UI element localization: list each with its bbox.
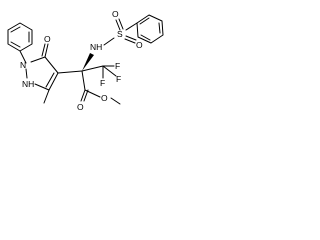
- wedge-to-nh: [82, 53, 94, 71]
- quaternary-to-ester-bond: [81, 70, 86, 91]
- carbonyl-bond-2: [41, 43, 46, 57]
- methyl-bond: [43, 89, 50, 104]
- chemical-structure-canvas: O N NH NH S O O F F F O O: [0, 0, 181, 121]
- molecule-drawing: O N NH NH S O O F F F O O: [7, 9, 164, 112]
- s-o-bond-1b: [118, 18, 124, 30]
- fluorine-2-label: F: [100, 78, 105, 88]
- cf-bond-3: [102, 65, 117, 77]
- s-phenyl-bond: [125, 22, 138, 31]
- ester-c-o-bond-2: [83, 89, 89, 102]
- phenyl-n-bond: [19, 50, 27, 64]
- s-o-bond-2a: [125, 35, 137, 41]
- carbonyl-bond-1: [44, 43, 49, 58]
- ring-to-quaternary-bond: [57, 70, 83, 74]
- ester-c-o-bond: [80, 89, 86, 102]
- ring-nh-label: NH: [22, 79, 34, 89]
- sulfonyl-oxygen-1-label: O: [112, 9, 119, 19]
- ring-n-label: N: [20, 60, 26, 70]
- quaternary-to-cf3-bond: [81, 65, 104, 72]
- s-o-bond-1a: [115, 19, 121, 31]
- ester-carbonyl-oxygen-label: O: [77, 102, 84, 112]
- fluorine-1-label: F: [115, 61, 120, 71]
- ester-o-methyl-bond: [110, 97, 121, 105]
- pyrazolone-ring: [25, 56, 59, 91]
- s-phenyl-ring: [136, 14, 164, 44]
- s-o-bond-2b: [124, 38, 136, 44]
- sulfur-label: S: [117, 29, 123, 39]
- sulfonamide-nh-label: NH: [90, 42, 102, 52]
- n-phenyl-ring: [7, 22, 33, 52]
- ester-c-oether-bond: [84, 89, 101, 98]
- ester-ether-oxygen-label: O: [101, 93, 108, 103]
- sulfonyl-oxygen-2-label: O: [136, 40, 143, 50]
- fluorine-3-label: F: [116, 74, 121, 84]
- nh-s-bond: [103, 37, 115, 46]
- carbonyl-oxygen-label: O: [44, 34, 51, 44]
